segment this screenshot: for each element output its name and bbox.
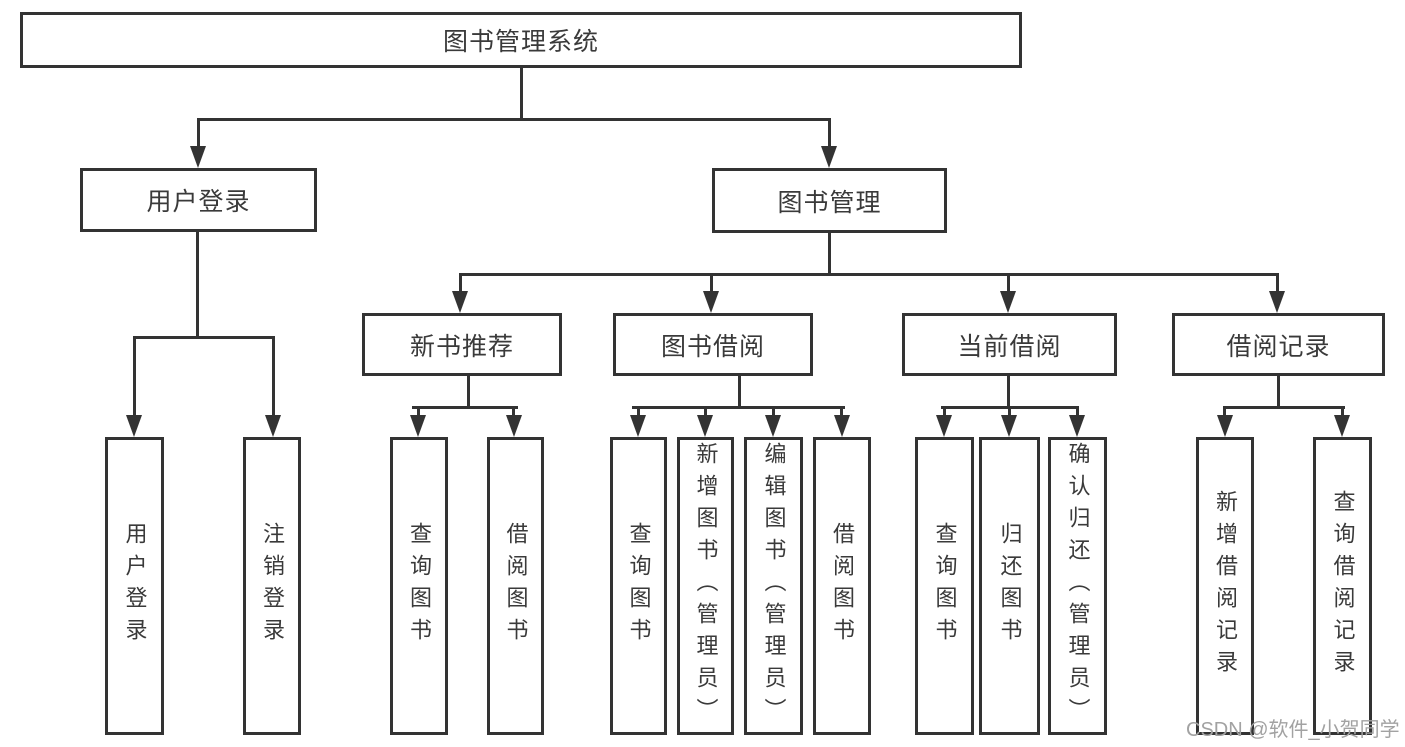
connector-record-stem	[1277, 376, 1280, 409]
leaf-user-login: 用户登录	[105, 437, 164, 735]
connector-stem-leaf	[637, 406, 640, 417]
connector-borrow-branch	[632, 406, 845, 409]
leaf-confirm-return-admin: 确认归还（管理员）	[1048, 437, 1107, 735]
connector-borrow-stem	[738, 376, 741, 409]
leaf-add-book-admin: 新增图书（管理员）	[677, 437, 734, 735]
arrow-down-icon	[410, 415, 426, 437]
connector-user-login-stem	[196, 232, 199, 339]
arrow-down-icon	[126, 415, 142, 437]
connector-stem-leaf	[840, 406, 843, 417]
node-library-system-label: 图书管理系统	[442, 28, 599, 56]
leaf-borrow-books-recommend: 借阅图书	[487, 437, 544, 735]
leaf-add-book-admin-label: 新增图书（管理员）	[693, 442, 719, 730]
arrow-down-icon	[765, 415, 781, 437]
arrow-down-icon	[1000, 291, 1016, 313]
connector-stem-record	[1276, 273, 1279, 295]
node-new-book-recommend-label: 新书推荐	[409, 332, 514, 361]
node-book-management-label: 图书管理	[777, 188, 882, 217]
arrow-down-icon	[1217, 415, 1233, 437]
connector-book-mgmt-stem	[828, 233, 831, 276]
connector-stem-borrow	[710, 273, 713, 295]
leaf-query-books-borrow-label: 查询图书	[626, 522, 652, 650]
node-book-management: 图书管理	[712, 168, 947, 233]
leaf-query-books-borrow: 查询图书	[610, 437, 667, 735]
arrow-down-icon	[630, 415, 646, 437]
leaf-return-book-label: 归还图书	[997, 522, 1023, 650]
connector-stem-leaf	[417, 406, 420, 417]
leaf-edit-book-admin: 编辑图书（管理员）	[744, 437, 803, 735]
leaf-user-login-label: 用户登录	[122, 522, 148, 650]
leaf-edit-book-admin-label: 编辑图书（管理员）	[761, 442, 787, 730]
leaf-add-borrow-record: 新增借阅记录	[1196, 437, 1254, 735]
arrow-down-icon	[1069, 415, 1085, 437]
connector-recommend-branch	[412, 406, 518, 409]
connector-stem-recommend	[459, 273, 462, 295]
leaf-query-borrow-record: 查询借阅记录	[1313, 437, 1372, 735]
arrow-down-icon	[265, 415, 281, 437]
connector-current-stem	[1007, 376, 1010, 409]
arrow-down-icon	[936, 415, 952, 437]
connector-user-login-branch	[133, 336, 275, 339]
connector-stem-leaf	[512, 406, 515, 417]
arrow-down-icon	[1269, 291, 1285, 313]
leaf-query-borrow-record-label: 查询借阅记录	[1330, 490, 1356, 682]
connector-stem-current	[1007, 273, 1010, 295]
leaf-borrow-books: 借阅图书	[813, 437, 871, 735]
node-borrow-record: 借阅记录	[1172, 313, 1385, 376]
leaf-query-books-current-label: 查询图书	[932, 522, 958, 650]
arrow-down-icon	[1334, 415, 1350, 437]
connector-stem-leaf	[133, 336, 136, 417]
connector-stem-leaf	[1008, 406, 1011, 417]
connector-stem-leaf	[704, 406, 707, 417]
node-new-book-recommend: 新书推荐	[362, 313, 562, 376]
leaf-logout-label: 注销登录	[260, 522, 285, 650]
connector-stem-book-mgmt	[828, 118, 831, 148]
leaf-confirm-return-admin-label: 确认归还（管理员）	[1065, 442, 1091, 730]
node-user-login: 用户登录	[80, 168, 317, 232]
connector-stem-user-login	[197, 118, 200, 148]
node-book-borrow: 图书借阅	[613, 313, 813, 376]
connector-record-branch	[1223, 406, 1345, 409]
arrow-down-icon	[506, 415, 522, 437]
leaf-add-borrow-record-label: 新增借阅记录	[1213, 490, 1238, 682]
connector-recommend-stem	[467, 376, 470, 409]
node-current-borrow-label: 当前借阅	[957, 332, 1062, 361]
arrow-down-icon	[452, 291, 468, 313]
leaf-query-books-current: 查询图书	[915, 437, 974, 735]
arrow-down-icon	[190, 146, 206, 168]
connector-book-mgmt-branch	[459, 273, 1279, 276]
node-library-system: 图书管理系统	[20, 12, 1022, 68]
arrow-down-icon	[1001, 415, 1017, 437]
leaf-return-book: 归还图书	[979, 437, 1040, 735]
connector-stem-leaf	[1341, 406, 1344, 417]
connector-stem-leaf	[1223, 406, 1226, 417]
leaf-query-books-recommend: 查询图书	[390, 437, 448, 735]
csdn-watermark: CSDN @软件_小贺同学	[1186, 719, 1400, 741]
leaf-borrow-books-label: 借阅图书	[830, 522, 855, 650]
node-book-borrow-label: 图书借阅	[660, 332, 765, 361]
leaf-logout: 注销登录	[243, 437, 301, 735]
arrow-down-icon	[834, 415, 850, 437]
node-current-borrow: 当前借阅	[902, 313, 1117, 376]
connector-stem-leaf	[1076, 406, 1079, 417]
arrow-down-icon	[821, 146, 837, 168]
leaf-query-books-recommend-label: 查询图书	[407, 522, 432, 650]
leaf-borrow-books-recommend-label: 借阅图书	[503, 522, 529, 650]
arrow-down-icon	[703, 291, 719, 313]
connector-root-branch	[197, 118, 831, 121]
connector-root-stem	[520, 67, 523, 121]
connector-stem-leaf	[272, 336, 275, 417]
connector-stem-leaf	[772, 406, 775, 417]
connector-stem-leaf	[943, 406, 946, 417]
node-borrow-record-label: 借阅记录	[1226, 332, 1331, 361]
node-user-login-label: 用户登录	[146, 188, 251, 216]
arrow-down-icon	[697, 415, 713, 437]
